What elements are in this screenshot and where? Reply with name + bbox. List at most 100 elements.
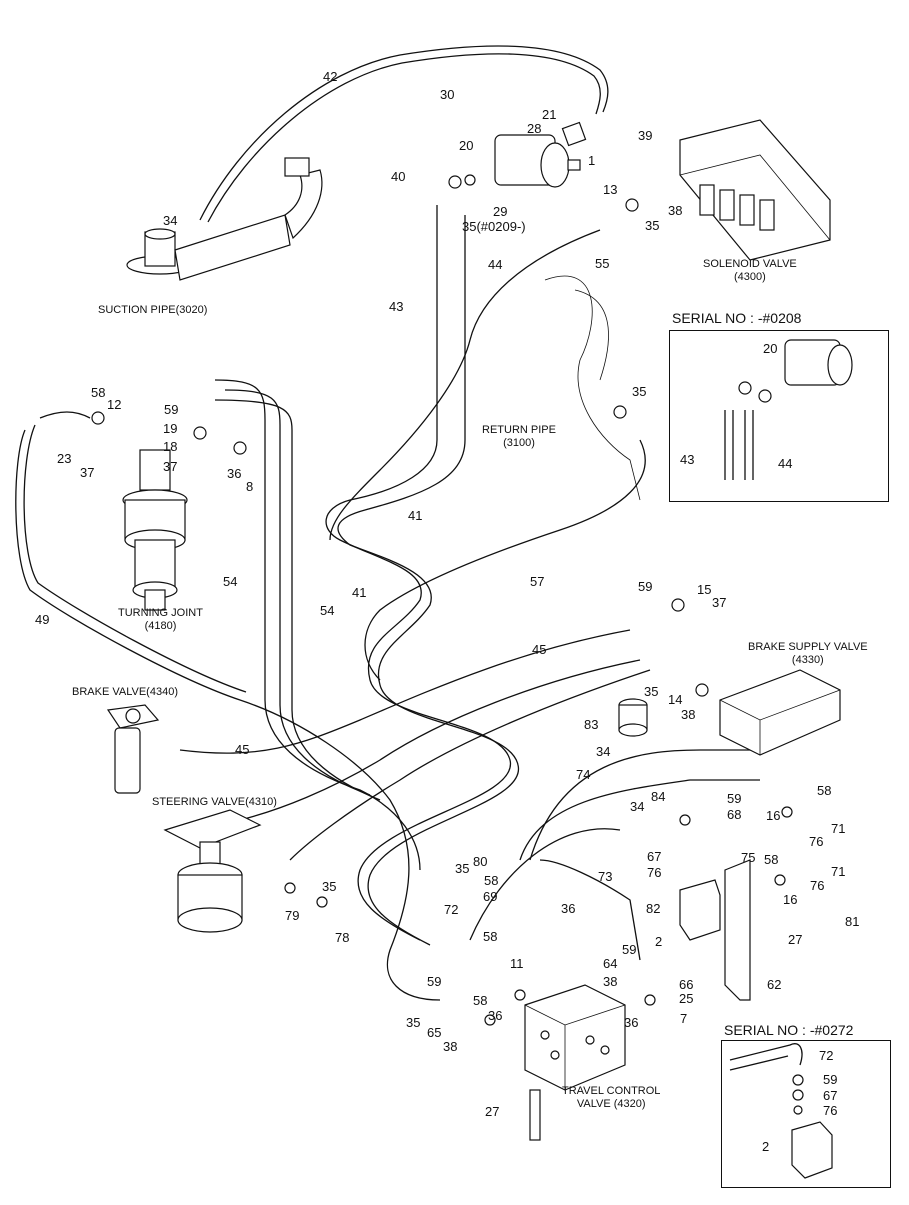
callout-30: 30 — [440, 87, 455, 102]
callout-34-suction: 34 — [163, 213, 178, 228]
callout-71-upper: 71 — [831, 821, 846, 836]
label-brake-supply-valve-line2: (4330) — [791, 653, 824, 666]
callout-37-brake-supply: 37 — [712, 595, 727, 610]
callout-71-lower: 71 — [831, 864, 846, 879]
brake-valve-drawing — [106, 704, 160, 794]
callout-73: 73 — [598, 869, 613, 884]
callout-13: 13 — [603, 182, 618, 197]
label-brake-supply-valve: BRAKE SUPPLY VALVE(4330) — [748, 641, 868, 666]
callout-8: 8 — [246, 479, 254, 494]
inset-2-drawing — [729, 1043, 833, 1179]
callout-84: 84 — [651, 789, 666, 804]
callout-42: 42 — [323, 69, 338, 84]
label-turning-joint: TURNING JOINT(4180) — [118, 607, 203, 632]
callout-45-upper: 45 — [532, 642, 547, 657]
label-return-pipe: RETURN PIPE(3100) — [482, 424, 556, 449]
callout-35-serial: 35(#0209-) — [462, 219, 526, 234]
callout-78: 78 — [335, 930, 350, 945]
bracket-62-drawing — [724, 859, 751, 1001]
callout-54-left: 54 — [223, 574, 238, 589]
callout-35-travel-left: 35 — [406, 1015, 421, 1030]
callout-38-travel-left: 38 — [443, 1039, 458, 1054]
callout-38-solenoid: 38 — [668, 203, 683, 218]
callout-37-left: 37 — [80, 465, 95, 480]
inset1-callout-44: 44 — [778, 456, 793, 471]
callout-80: 80 — [473, 854, 488, 869]
callout-58-travel-mid: 58 — [483, 929, 498, 944]
callout-38-brake-supply: 38 — [681, 707, 696, 722]
steering-valve-drawing — [163, 809, 262, 933]
callout-16-lower: 16 — [783, 892, 798, 907]
callout-29: 29 — [493, 204, 508, 219]
callout-39: 39 — [638, 128, 653, 143]
label-brake-valve: BRAKE VALVE(4340) — [72, 686, 178, 698]
callout-20: 20 — [459, 138, 474, 153]
callout-57: 57 — [530, 574, 545, 589]
callout-43: 43 — [389, 299, 404, 314]
callout-7: 7 — [680, 1011, 688, 1026]
inset-serial-0272 — [721, 1040, 891, 1188]
callout-83: 83 — [584, 717, 599, 732]
callout-44: 44 — [488, 257, 503, 272]
callout-76-right-upper: 76 — [809, 834, 824, 849]
callout-23: 23 — [57, 451, 72, 466]
callout-62: 62 — [767, 977, 782, 992]
callout-19: 19 — [163, 421, 178, 436]
callout-35-return: 35 — [632, 384, 647, 399]
callout-25: 25 — [679, 991, 694, 1006]
callout-38-travel: 38 — [603, 974, 618, 989]
callout-27-bracket: 27 — [788, 932, 803, 947]
callout-58-travel-lower: 58 — [473, 993, 488, 1008]
callout-49: 49 — [35, 612, 50, 627]
callout-21: 21 — [542, 107, 557, 122]
callout-14: 14 — [668, 692, 683, 707]
turning-joint-drawing — [122, 449, 188, 611]
inset1-callout-20: 20 — [763, 341, 778, 356]
callout-81: 81 — [845, 914, 860, 929]
callout-72: 72 — [444, 902, 459, 917]
brake-supply-valve-drawing — [719, 669, 841, 756]
callout-76-right-lower: 76 — [810, 878, 825, 893]
callout-35-steering: 35 — [322, 879, 337, 894]
callout-36-travel-right: 36 — [624, 1015, 639, 1030]
callout-67: 67 — [647, 849, 662, 864]
callout-36-turning: 36 — [227, 466, 242, 481]
callout-58-turning: 58 — [91, 385, 106, 400]
callout-59-manifold: 59 — [727, 791, 742, 806]
label-solenoid-valve-line2: (4300) — [733, 270, 766, 283]
callout-28: 28 — [527, 121, 542, 136]
callout-15: 15 — [697, 582, 712, 597]
label-turning-joint-line2: (4180) — [144, 619, 177, 632]
callout-82: 82 — [646, 901, 661, 916]
inset2-callout-59: 59 — [823, 1072, 838, 1087]
inset-serial-0208 — [669, 330, 889, 502]
callout-69: 69 — [483, 889, 498, 904]
callout-35-brake-supply: 35 — [644, 684, 659, 699]
callout-58-right-mid: 58 — [764, 852, 779, 867]
callout-36-travel-upper: 36 — [561, 901, 576, 916]
accumulator-drawing — [618, 698, 648, 737]
callout-37-center: 37 — [163, 459, 178, 474]
inset2-callout-76: 76 — [823, 1103, 838, 1118]
callout-79: 79 — [285, 908, 300, 923]
callout-59-turning: 59 — [164, 402, 179, 417]
callout-34-accumulator: 34 — [596, 744, 611, 759]
pump-drawing — [494, 121, 587, 188]
label-travel-control-valve-line1: TRAVEL CONTROL — [562, 1085, 661, 1097]
callout-76-manifold: 76 — [647, 865, 662, 880]
fittings — [91, 174, 793, 1026]
callout-11: 11 — [510, 956, 524, 971]
inset2-callout-72: 72 — [819, 1048, 834, 1063]
callout-64: 64 — [603, 956, 618, 971]
solenoid-valve-drawing — [679, 119, 831, 261]
label-turning-joint-line1: TURNING JOINT — [118, 607, 203, 619]
callout-54-right: 54 — [320, 603, 335, 618]
callout-36-travel-mid: 36 — [488, 1008, 503, 1023]
callout-74: 74 — [576, 767, 591, 782]
callout-18: 18 — [163, 439, 178, 454]
label-steering-valve: STEERING VALVE(4310) — [152, 796, 277, 808]
callout-1: 1 — [588, 153, 596, 168]
inset2-callout-67: 67 — [823, 1088, 838, 1103]
